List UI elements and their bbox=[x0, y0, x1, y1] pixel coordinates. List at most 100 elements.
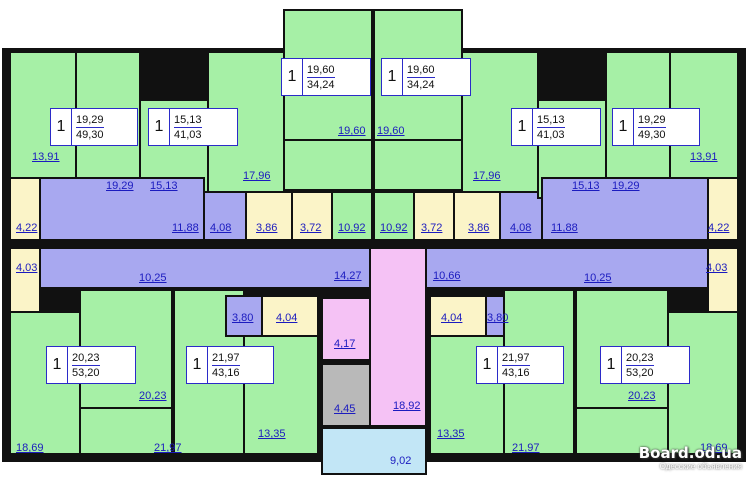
room-left-bath-mid bbox=[9, 247, 41, 313]
room-area-label: 10,66 bbox=[433, 270, 461, 282]
apartment-total-area: 41,03 bbox=[537, 126, 565, 141]
apartment-rooms: 1 bbox=[51, 109, 72, 145]
room-bottom-left-balcony bbox=[79, 407, 173, 455]
room-area-label: 4,08 bbox=[510, 222, 532, 234]
room-top-center-right-bath bbox=[413, 191, 455, 241]
apartment-total-area: 43,16 bbox=[212, 364, 240, 379]
room-area-label: 18,92 bbox=[393, 400, 421, 412]
room-area-label: 17,96 bbox=[243, 170, 271, 182]
room-area-label: 4,04 bbox=[276, 312, 298, 324]
apartment-living-area: 21,97 bbox=[212, 351, 240, 364]
apartment-rooms: 1 bbox=[187, 347, 208, 383]
watermark: Board.od.ua Одесские объявления bbox=[639, 444, 742, 471]
elevator-shaft bbox=[321, 363, 371, 427]
room-top-center-left-hall bbox=[203, 191, 247, 241]
room-right-bath-mid bbox=[707, 247, 739, 313]
room-area-label: 15,13 bbox=[150, 180, 178, 192]
room-area-label: 20,23 bbox=[139, 390, 167, 402]
apartment-total-area: 34,24 bbox=[407, 76, 435, 91]
apartment-rooms: 1 bbox=[477, 347, 498, 383]
room-area-label: 10,92 bbox=[338, 222, 366, 234]
room-area-label: 9,02 bbox=[390, 455, 412, 467]
room-area-label: 4,04 bbox=[441, 312, 463, 324]
room-top-center-right-entry bbox=[373, 191, 415, 241]
room-area-label: 13,35 bbox=[258, 428, 286, 440]
room-area-label: 3,72 bbox=[300, 222, 322, 234]
room-area-label: 3,72 bbox=[421, 222, 443, 234]
apartment-living-area: 15,13 bbox=[174, 113, 202, 126]
room-area-label: 13,91 bbox=[690, 151, 718, 163]
room-top-left-bath bbox=[9, 177, 41, 241]
room-top-right-bath bbox=[707, 177, 739, 241]
apartment-living-area: 19,60 bbox=[407, 63, 435, 76]
apartment-total-area: 41,03 bbox=[174, 126, 202, 141]
room-top-center-left-corridor bbox=[283, 139, 373, 191]
room-area-label: 3,86 bbox=[468, 222, 490, 234]
room-top-center-right-hall bbox=[499, 191, 543, 241]
room-area-label: 13,35 bbox=[437, 428, 465, 440]
room-area-label: 10,25 bbox=[584, 272, 612, 284]
room-top-center-left-bath bbox=[291, 191, 333, 241]
room-area-label: 10,92 bbox=[380, 222, 408, 234]
room-area-label: 3,86 bbox=[256, 222, 278, 234]
room-area-label: 4,03 bbox=[706, 262, 728, 274]
room-area-label: 18,69 bbox=[700, 442, 728, 454]
room-area-label: 14,27 bbox=[334, 270, 362, 282]
room-area-label: 4,08 bbox=[210, 222, 232, 234]
apartment-total-area: 34,24 bbox=[307, 76, 335, 91]
apartment-living-area: 20,23 bbox=[626, 351, 654, 364]
room-top-left-hall bbox=[39, 177, 205, 241]
watermark-logo: Board.od.ua bbox=[638, 444, 742, 462]
room-area-label: 4,03 bbox=[16, 262, 38, 274]
apartment-rooms: 1 bbox=[512, 109, 533, 145]
room-area-label: 19,29 bbox=[612, 180, 640, 192]
room-area-label: 21,97 bbox=[154, 442, 182, 454]
room-area-label: 18,69 bbox=[16, 442, 44, 454]
room-area-label: 4,45 bbox=[334, 403, 356, 415]
room-area-label: 19,60 bbox=[338, 125, 366, 137]
apartment-living-area: 21,97 bbox=[502, 351, 530, 364]
room-area-label: 3,80 bbox=[487, 312, 509, 324]
room-top-right-hall bbox=[541, 177, 709, 241]
room-top-center-right-corridor bbox=[373, 139, 463, 191]
room-top-center-right-wc bbox=[453, 191, 501, 241]
apartment-total-area: 49,30 bbox=[638, 126, 666, 141]
apartment-living-area: 20,23 bbox=[72, 351, 100, 364]
room-area-label: 3,80 bbox=[232, 312, 254, 324]
room-area-label: 13,91 bbox=[32, 151, 60, 163]
room-bottom-right-balcony bbox=[575, 407, 669, 455]
watermark-subtitle: Одесские объявления bbox=[659, 462, 742, 471]
apartment-rooms: 1 bbox=[382, 59, 403, 95]
entrance-vestibule bbox=[321, 427, 427, 475]
room-area-label: 11,88 bbox=[172, 222, 199, 234]
apartment-total-area: 43,16 bbox=[502, 364, 530, 379]
room-area-label: 10,25 bbox=[139, 272, 167, 284]
apartment-living-area: 15,13 bbox=[537, 113, 565, 126]
room-area-label: 15,13 bbox=[572, 180, 600, 192]
apartment-total-area: 53,20 bbox=[72, 364, 100, 379]
apartment-living-area: 19,60 bbox=[307, 63, 335, 76]
apartment-rooms: 1 bbox=[613, 109, 634, 145]
room-area-label: 17,96 bbox=[473, 170, 501, 182]
apartment-rooms: 1 bbox=[601, 347, 622, 383]
apartment-total-area: 53,20 bbox=[626, 364, 654, 379]
apartment-rooms: 1 bbox=[47, 347, 68, 383]
elevator-lobby bbox=[321, 297, 371, 361]
stair-hall bbox=[369, 247, 427, 427]
apartment-living-area: 19,29 bbox=[638, 113, 666, 126]
apartment-total-area: 49,30 bbox=[76, 126, 104, 141]
room-area-label: 4,22 bbox=[16, 222, 38, 234]
room-top-center-left-entry bbox=[331, 191, 373, 241]
room-area-label: 19,29 bbox=[106, 180, 134, 192]
room-area-label: 4,22 bbox=[708, 222, 730, 234]
